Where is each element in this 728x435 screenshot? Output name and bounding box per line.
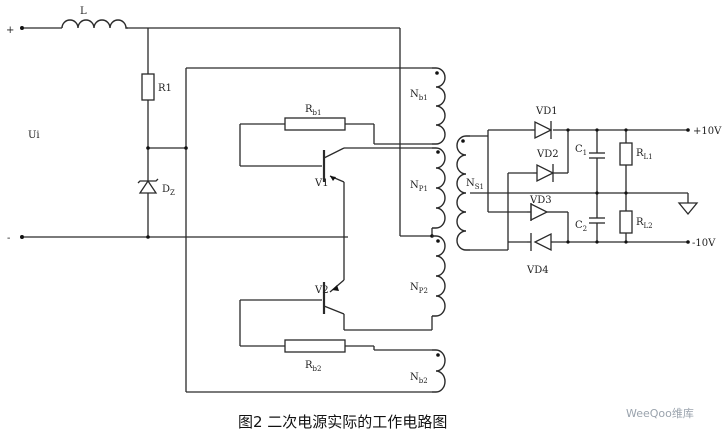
resistor-Rb1 xyxy=(284,117,346,131)
zener-DZ-label: DZ xyxy=(162,184,175,197)
bias-bus xyxy=(184,67,432,393)
input-minus-rail xyxy=(20,235,348,239)
resistor-Rb2 xyxy=(284,339,346,353)
input-plus-rail xyxy=(20,26,432,237)
diode-VD1-label: VD1 xyxy=(535,106,558,117)
watermark-text: WeeQoo维库 xyxy=(626,407,694,420)
input-minus-label: - xyxy=(7,233,10,244)
winding-Nb2-label: Nb2 xyxy=(410,372,428,385)
resistor-R1 xyxy=(141,73,155,101)
inductor-L-label: L xyxy=(80,6,87,17)
winding-Np2 xyxy=(432,235,446,317)
resistor-Rb2-label: Rb2 xyxy=(305,360,321,373)
winding-Nb2 xyxy=(432,349,446,393)
capacitor-C1-label: C1 xyxy=(575,144,587,157)
diode-VD3-label: VD3 xyxy=(529,195,552,206)
winding-Ns1-label: NS1 xyxy=(466,178,484,191)
winding-Np1-label: NP1 xyxy=(410,180,428,193)
transistor-V1 xyxy=(239,123,432,237)
diode-VD2-label: VD2 xyxy=(536,149,559,160)
resistor-Rb1-label: Rb1 xyxy=(305,104,321,117)
winding-Nb1 xyxy=(432,67,446,145)
winding-Np1 xyxy=(432,147,446,229)
winding-Np2-label: NP2 xyxy=(410,282,428,295)
capacitor-C2-label: C2 xyxy=(575,220,587,233)
transistor-V2-label: V2 xyxy=(314,285,329,296)
resistor-R1-label: R1 xyxy=(158,83,172,94)
r1-zener-branch xyxy=(141,28,186,239)
output-neg-terminal xyxy=(686,240,690,244)
input-plus-label: + xyxy=(6,25,14,36)
transistor-V2 xyxy=(239,237,432,347)
resistor-RL1-label: RL1 xyxy=(636,148,653,161)
output-pos-label: +10V xyxy=(693,126,722,137)
diode-VD4 xyxy=(527,232,553,252)
winding-Nb1-label: Nb1 xyxy=(410,89,428,102)
transistor-V1-label: V1 xyxy=(314,178,329,189)
resistor-RL2 xyxy=(619,210,633,234)
ground-symbol xyxy=(677,193,699,216)
output-pos-terminal xyxy=(686,128,690,132)
winding-Ns1 xyxy=(456,135,470,251)
resistor-RL1 xyxy=(619,142,633,166)
input-voltage-label: Ui xyxy=(28,130,40,141)
diode-VD2 xyxy=(533,163,555,183)
figure-caption: 图2 二次电源实际的工作电路图 xyxy=(238,413,447,431)
zener-DZ xyxy=(137,175,159,197)
output-neg-label: -10V xyxy=(692,238,716,249)
resistor-RL2-label: RL2 xyxy=(636,217,653,230)
diode-VD1 xyxy=(531,120,553,140)
diode-VD4-label: VD4 xyxy=(526,265,549,276)
inductor-L xyxy=(61,19,128,29)
diode-VD3 xyxy=(527,202,553,222)
secondary-wiring xyxy=(470,128,688,251)
